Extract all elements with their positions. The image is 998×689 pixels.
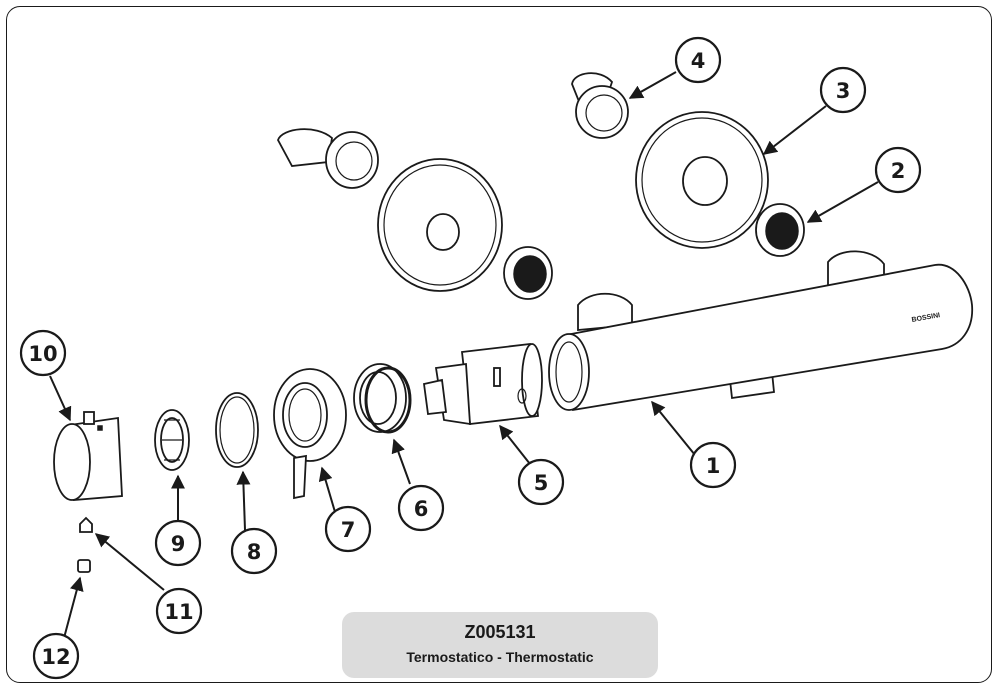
part-12-screw-cap <box>77 559 91 573</box>
drawing-frame <box>6 6 992 683</box>
callout-12-label: 12 <box>41 645 70 669</box>
callout-3-label: 3 <box>836 79 851 103</box>
callout-10-label: 10 <box>28 342 57 366</box>
part-7-lever-ring <box>273 368 347 500</box>
callout-6-label: 6 <box>414 497 429 521</box>
part-4-eccentric-connector <box>277 72 629 189</box>
callout-11-label: 11 <box>164 600 193 624</box>
callout-5-label: 5 <box>534 471 549 495</box>
callout-9: 9 <box>154 519 202 567</box>
part-1-thermostatic-body: BOSSINI <box>548 250 973 412</box>
callout-10: 10 <box>19 329 67 377</box>
callout-12: 12 <box>32 632 80 680</box>
product-code: Z005131 <box>464 622 536 642</box>
callout-2-label: 2 <box>891 159 906 183</box>
callout-1-label: 1 <box>706 454 721 478</box>
part-9-splined-adapter <box>154 409 190 471</box>
part-10-knob <box>53 411 123 501</box>
brand-mark: BOSSINI <box>911 312 941 324</box>
callout-9-label: 9 <box>171 532 186 556</box>
leader-lines <box>49 71 879 639</box>
callout-8: 8 <box>230 527 278 575</box>
product-name: Termostatico - Thermostatic <box>406 649 594 665</box>
callout-2: 2 <box>874 146 922 194</box>
product-label-box: Z005131 Termostatico - Thermostatic <box>342 612 658 678</box>
part-3-rosette <box>377 111 769 292</box>
callout-1: 1 <box>689 441 737 489</box>
callout-7-label: 7 <box>341 518 356 542</box>
callout-5: 5 <box>517 458 565 506</box>
part-6-lock-nut <box>353 363 412 434</box>
part-5-cartridge <box>422 343 543 426</box>
callout-6: 6 <box>397 484 445 532</box>
part-2-filter <box>503 203 805 300</box>
callout-7: 7 <box>324 505 372 553</box>
part-8-o-ring <box>215 392 259 468</box>
part-11-cap <box>79 516 93 533</box>
callout-8-label: 8 <box>247 540 262 564</box>
callout-3: 3 <box>819 66 867 114</box>
callout-4: 4 <box>674 36 722 84</box>
callout-11: 11 <box>155 587 203 635</box>
callout-4-label: 4 <box>691 49 706 73</box>
